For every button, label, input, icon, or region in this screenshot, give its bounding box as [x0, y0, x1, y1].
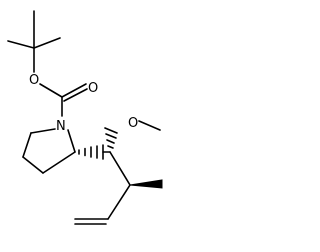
bond-ring-c4-c3	[22, 156, 44, 174]
atom-label-nitrogen: N	[56, 119, 66, 134]
bond-ring-c3-c2	[42, 151, 76, 174]
bond-carbonyl-double-b	[63, 88, 88, 102]
molecule-structure-diagram: O O N O	[7, 10, 163, 225]
bond-methoxy-oxygen-to-methyl	[138, 120, 161, 131]
atom-label-carbonyl-oxygen: O	[88, 81, 98, 96]
atom-label-methoxy-oxygen: O	[128, 116, 138, 131]
bond-ring-c5-c4	[22, 132, 32, 158]
bond-chiral-to-c3side	[109, 151, 131, 186]
atom-label-ester-oxygen: O	[29, 73, 39, 88]
stereo-wedge-methyl	[129, 179, 163, 189]
bond-ring-n-c5	[30, 128, 56, 134]
bond-c3side-to-vinyl	[107, 184, 131, 220]
bond-carbonyl-double-a	[61, 83, 87, 98]
bond-tbu-methyl-left	[7, 40, 35, 49]
bond-ring-c2-n	[67, 129, 76, 153]
bond-tbu-methyl-right	[33, 37, 61, 49]
molecule-svg: O O N O	[7, 10, 163, 225]
stereo-hash-bond-methoxy	[104, 127, 118, 149]
bond-ester-oxygen-to-carbonyl	[39, 83, 63, 98]
stereo-hash-bond-c2	[78, 144, 104, 160]
